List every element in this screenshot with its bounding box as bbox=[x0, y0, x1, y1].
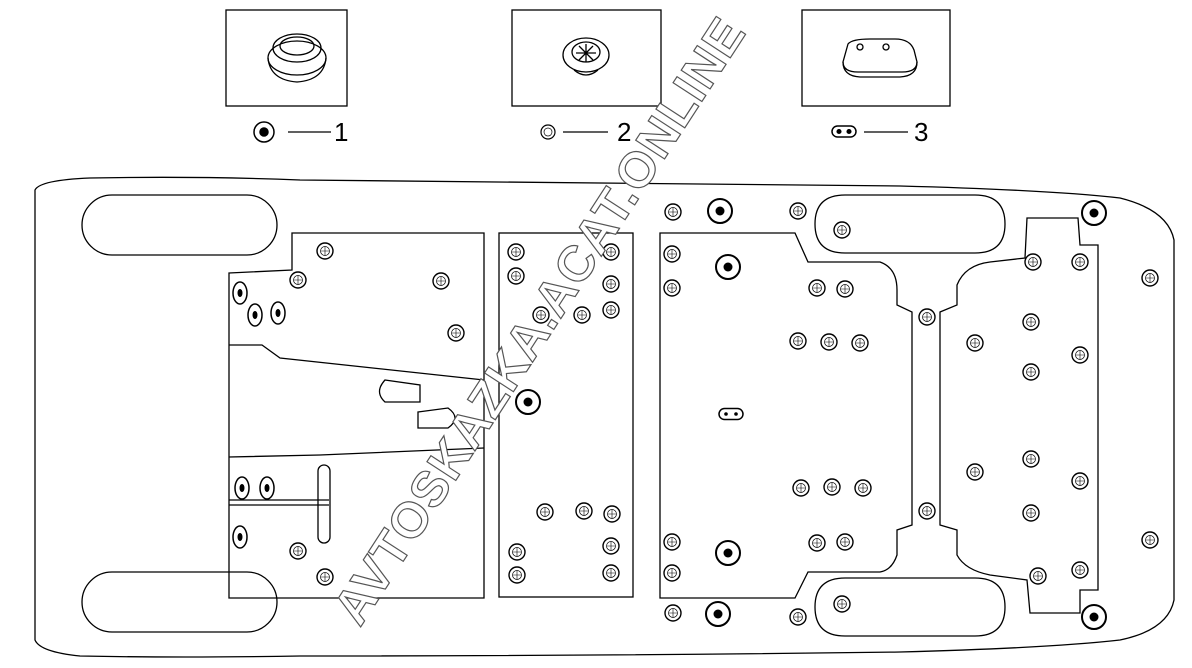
small-plug bbox=[663, 564, 681, 582]
large-grommet bbox=[707, 198, 733, 224]
small-plug bbox=[1022, 363, 1040, 381]
small-plug bbox=[663, 533, 681, 551]
small-plug bbox=[789, 332, 807, 350]
small-plug bbox=[792, 479, 810, 497]
trunk-floor-panel bbox=[939, 217, 1099, 614]
small-plug bbox=[1029, 567, 1047, 585]
small-plug bbox=[854, 479, 872, 497]
oval-hole bbox=[259, 476, 275, 500]
callout-3: 3 bbox=[914, 117, 929, 147]
oval-hole bbox=[234, 476, 250, 500]
small-plug bbox=[1022, 504, 1040, 522]
small-plug bbox=[316, 242, 334, 260]
part-3-illustration-box bbox=[801, 9, 951, 107]
small-plug bbox=[836, 533, 854, 551]
small-plug bbox=[1071, 472, 1089, 490]
legend-symbol-3 bbox=[831, 125, 857, 138]
oval-hole bbox=[270, 301, 286, 325]
small-plug bbox=[507, 267, 525, 285]
small-plug bbox=[808, 279, 826, 297]
small-plug bbox=[1141, 269, 1159, 287]
tunnel-slot-upper bbox=[378, 379, 421, 403]
small-plug bbox=[602, 243, 620, 261]
plug-small-illustration bbox=[562, 37, 610, 76]
small-plug bbox=[808, 534, 826, 552]
front-floor-panel bbox=[228, 232, 485, 599]
legend-symbol-2 bbox=[540, 124, 556, 140]
small-plug bbox=[289, 271, 307, 289]
tunnel-slot-lower bbox=[417, 407, 456, 429]
small-plug bbox=[663, 245, 681, 263]
rear-floor-panel bbox=[659, 232, 913, 599]
large-grommet bbox=[715, 540, 741, 566]
small-plug bbox=[789, 202, 807, 220]
plug-oblong-illustration bbox=[842, 38, 918, 78]
svg-text:AVTOSKAZKA.ACAT.ONLINE: AVTOSKAZKA.ACAT.ONLINE bbox=[322, 7, 756, 634]
wheel-well-rear-right bbox=[814, 577, 1006, 637]
small-plug-group bbox=[289, 202, 1159, 626]
large-grommet bbox=[715, 254, 741, 280]
legend-symbol-1 bbox=[253, 121, 275, 143]
small-plug bbox=[664, 604, 682, 622]
small-plug bbox=[836, 280, 854, 298]
small-plug bbox=[432, 272, 450, 290]
large-grommet bbox=[515, 389, 541, 415]
small-plug bbox=[833, 221, 851, 239]
small-plug bbox=[1024, 253, 1042, 271]
small-plug bbox=[508, 566, 526, 584]
large-grommet bbox=[705, 601, 731, 627]
small-plug bbox=[966, 463, 984, 481]
middle-floor-panel bbox=[498, 232, 634, 598]
small-plug bbox=[918, 502, 936, 520]
part-2-illustration-box bbox=[511, 9, 662, 107]
wheel-well-front-right bbox=[81, 571, 278, 633]
vehicle-body-outline bbox=[34, 176, 1175, 658]
small-plug bbox=[575, 502, 593, 520]
small-plug bbox=[447, 324, 465, 342]
small-plug bbox=[823, 478, 841, 496]
oval-hole bbox=[247, 303, 263, 327]
large-grommet-group bbox=[515, 198, 1107, 630]
small-plug bbox=[833, 595, 851, 613]
small-plug bbox=[918, 308, 936, 326]
callout-1: 1 bbox=[334, 117, 349, 147]
wheel-well-rear-left bbox=[814, 194, 1006, 254]
small-plug bbox=[663, 279, 681, 297]
small-plug bbox=[1022, 313, 1040, 331]
small-plug bbox=[664, 203, 682, 221]
small-plug bbox=[602, 564, 620, 582]
small-plug bbox=[820, 333, 838, 351]
small-plug bbox=[1022, 450, 1040, 468]
wheel-well-front-left bbox=[81, 194, 278, 256]
small-plug bbox=[789, 608, 807, 626]
small-plug bbox=[1071, 253, 1089, 271]
oval-hole bbox=[232, 525, 248, 549]
small-plug bbox=[602, 275, 620, 293]
oval-hole-group bbox=[232, 281, 286, 549]
small-plug bbox=[603, 505, 621, 523]
small-plug bbox=[532, 306, 550, 324]
small-plug bbox=[1141, 531, 1159, 549]
watermark: AVTOSKAZKA.ACAT.ONLINE bbox=[322, 7, 757, 635]
callout-2: 2 bbox=[617, 117, 632, 147]
small-plug bbox=[316, 568, 334, 586]
large-grommet bbox=[1081, 604, 1107, 630]
small-plug bbox=[966, 334, 984, 352]
small-plug bbox=[602, 537, 620, 555]
oblong-plug bbox=[718, 407, 744, 421]
small-plug bbox=[1071, 346, 1089, 364]
small-plug bbox=[573, 306, 591, 324]
oval-hole bbox=[232, 281, 248, 305]
small-plug bbox=[289, 542, 307, 560]
small-plug bbox=[507, 243, 525, 261]
small-plug bbox=[851, 334, 869, 352]
oblong-plug-group bbox=[718, 407, 744, 421]
small-plug bbox=[602, 301, 620, 319]
small-plug bbox=[508, 543, 526, 561]
grommet-large-illustration bbox=[267, 33, 327, 83]
small-plug bbox=[1071, 561, 1089, 579]
small-plug bbox=[536, 503, 554, 521]
large-grommet bbox=[1081, 200, 1107, 226]
part-1-illustration-box bbox=[225, 9, 348, 107]
